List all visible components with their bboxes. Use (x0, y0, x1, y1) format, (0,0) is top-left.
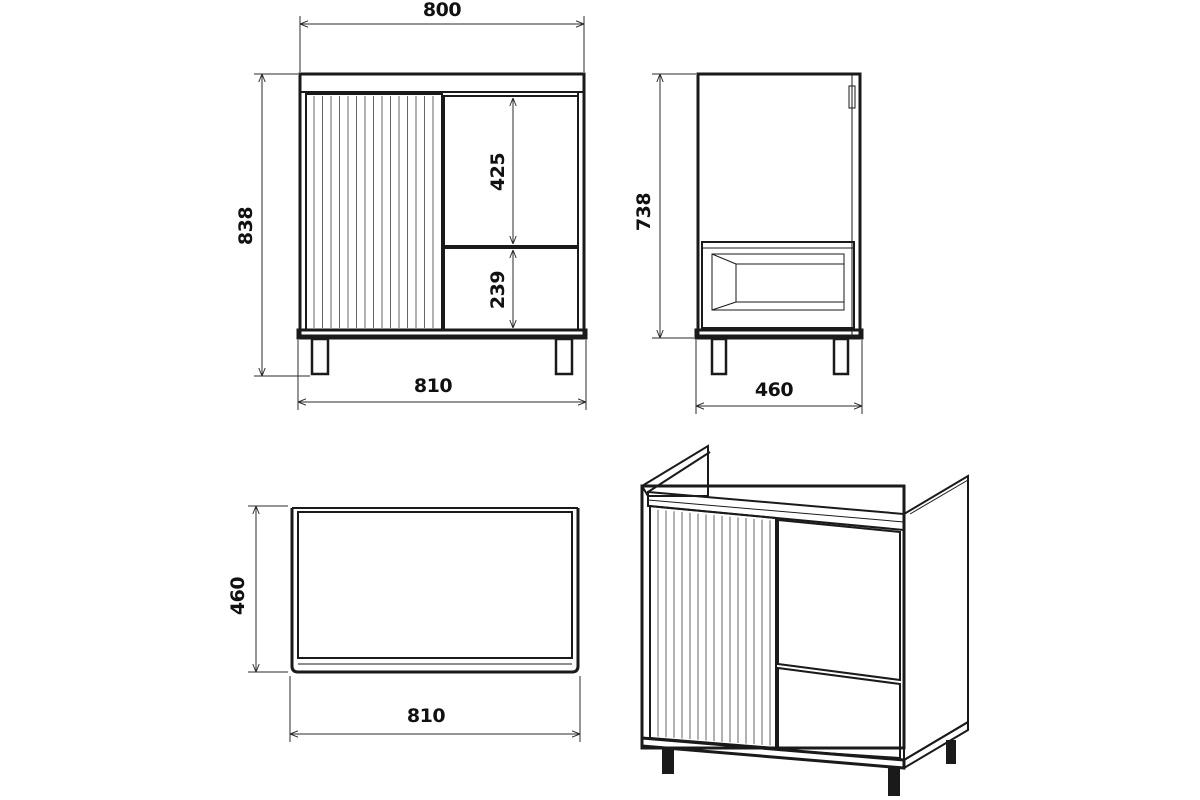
dim-upper-drawer: 425 (487, 153, 509, 191)
dim-side-depth: 460 (755, 379, 793, 401)
leg (310, 337, 330, 376)
dim-front-top-width: 800 (423, 0, 461, 21)
cabinet-plan-view (290, 507, 580, 674)
leg (710, 337, 728, 376)
iso-upper-drawer (777, 518, 901, 682)
leg (832, 337, 850, 376)
dim-plan-depth: 460 (227, 577, 249, 615)
plan-dimensions: 460 810 (227, 505, 581, 742)
leg (946, 740, 956, 764)
lower-drawer (443, 247, 579, 331)
leg (888, 768, 900, 796)
fluted-door (305, 93, 443, 331)
cabinet-front-view (296, 72, 588, 376)
dim-front-base-width: 810 (414, 375, 452, 397)
door-flutes (313, 96, 434, 328)
iso-lower-drawer (777, 666, 901, 760)
cabinet-isometric-view (640, 444, 969, 796)
iso-door-flutes (657, 509, 771, 746)
upper-drawer (443, 95, 579, 247)
leg (662, 748, 674, 774)
iso-fluted-door (649, 504, 777, 750)
side-dimensions: 738 460 (633, 73, 863, 414)
dim-lower-drawer: 239 (487, 271, 509, 309)
leg (554, 337, 574, 376)
cabinet-side-view (694, 72, 864, 376)
dim-plan-width: 810 (407, 705, 445, 727)
front-dimensions: 800 838 425 239 810 (235, 0, 587, 410)
dim-front-overall-height: 838 (235, 207, 257, 245)
dim-side-height: 738 (633, 193, 655, 231)
